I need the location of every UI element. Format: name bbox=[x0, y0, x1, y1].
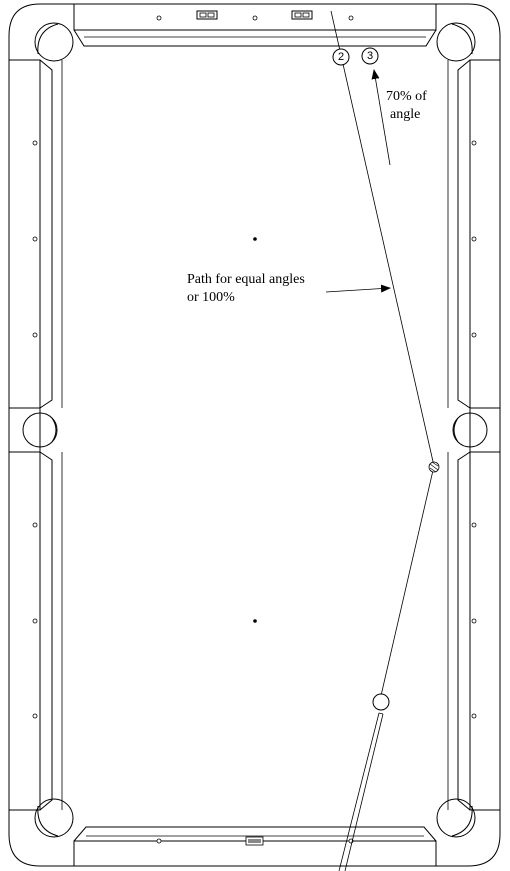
corner-bottom-right bbox=[436, 810, 501, 867]
cue-stick bbox=[338, 712, 384, 871]
cushions bbox=[39, 29, 471, 842]
pocket-side-right bbox=[452, 412, 488, 448]
ball-2-number: 2 bbox=[338, 51, 344, 63]
corner-bottom-left bbox=[8, 810, 74, 867]
pocket-top-right bbox=[436, 22, 476, 62]
cushion-contact-point bbox=[428, 461, 440, 473]
left-upper-cushion bbox=[39, 59, 53, 409]
bottom-cushion bbox=[73, 826, 437, 842]
corner-top-left bbox=[8, 3, 74, 61]
seventy-percent-arrow bbox=[371, 69, 391, 166]
right-upper-cushion bbox=[457, 59, 471, 409]
pocket-bottom-right bbox=[436, 798, 476, 838]
table-rails bbox=[8, 3, 501, 867]
right-lower-cushion bbox=[457, 451, 471, 811]
cue-ball bbox=[372, 693, 390, 711]
diamond-right-5 bbox=[471, 618, 477, 624]
diamond-top-2 bbox=[252, 15, 258, 21]
rail-diamonds bbox=[32, 15, 477, 844]
side-pocket-left-block bbox=[8, 408, 41, 453]
seventy-percent-label-line1: 70% of bbox=[386, 89, 427, 104]
equal-angle-path-line bbox=[330, 10, 435, 467]
diamond-left-3 bbox=[32, 332, 38, 338]
diamond-right-4 bbox=[471, 522, 477, 528]
cue-ball-path-line bbox=[379, 465, 435, 701]
pocket-bottom-left bbox=[34, 798, 74, 838]
seventy-percent-label-line2: angle bbox=[390, 107, 421, 122]
diamond-bottom-1 bbox=[156, 838, 162, 844]
diamond-left-1 bbox=[32, 140, 38, 146]
pocket-side-left bbox=[22, 412, 58, 448]
diamond-left-5 bbox=[32, 618, 38, 624]
equal-angle-label-line2: or 100% bbox=[187, 290, 235, 305]
left-lower-cushion bbox=[39, 451, 53, 811]
side-pocket-right-block bbox=[469, 408, 501, 453]
diamond-left-6 bbox=[32, 713, 38, 719]
equal-angle-arrow bbox=[325, 284, 391, 293]
top-badge-right bbox=[291, 10, 313, 20]
left-lower-rail bbox=[8, 451, 41, 811]
foot-spot bbox=[253, 619, 257, 623]
diamond-top-3 bbox=[348, 15, 354, 21]
diamond-top-1 bbox=[156, 15, 162, 21]
pockets bbox=[22, 22, 488, 838]
bottom-badge bbox=[245, 836, 264, 846]
corner-top-right bbox=[436, 3, 501, 61]
diamond-right-1 bbox=[471, 140, 477, 146]
ball-2: 2 bbox=[332, 48, 350, 66]
diamond-right-6 bbox=[471, 713, 477, 719]
right-upper-rail bbox=[469, 59, 501, 409]
rail-badges bbox=[196, 10, 313, 846]
right-lower-rail bbox=[469, 451, 501, 811]
diamond-right-2 bbox=[471, 236, 477, 242]
equal-angle-label-line1: Path for equal angles bbox=[187, 272, 305, 287]
left-upper-rail bbox=[8, 59, 41, 409]
head-spot bbox=[253, 237, 257, 241]
pocket-top-left bbox=[34, 22, 74, 62]
diamond-right-3 bbox=[471, 332, 477, 338]
diamond-left-4 bbox=[32, 522, 38, 528]
diamond-left-2 bbox=[32, 236, 38, 242]
top-cushion bbox=[73, 29, 437, 47]
ball-3-number: 3 bbox=[367, 50, 373, 62]
ball-3: 3 bbox=[361, 47, 379, 65]
top-badge-left bbox=[196, 10, 218, 20]
